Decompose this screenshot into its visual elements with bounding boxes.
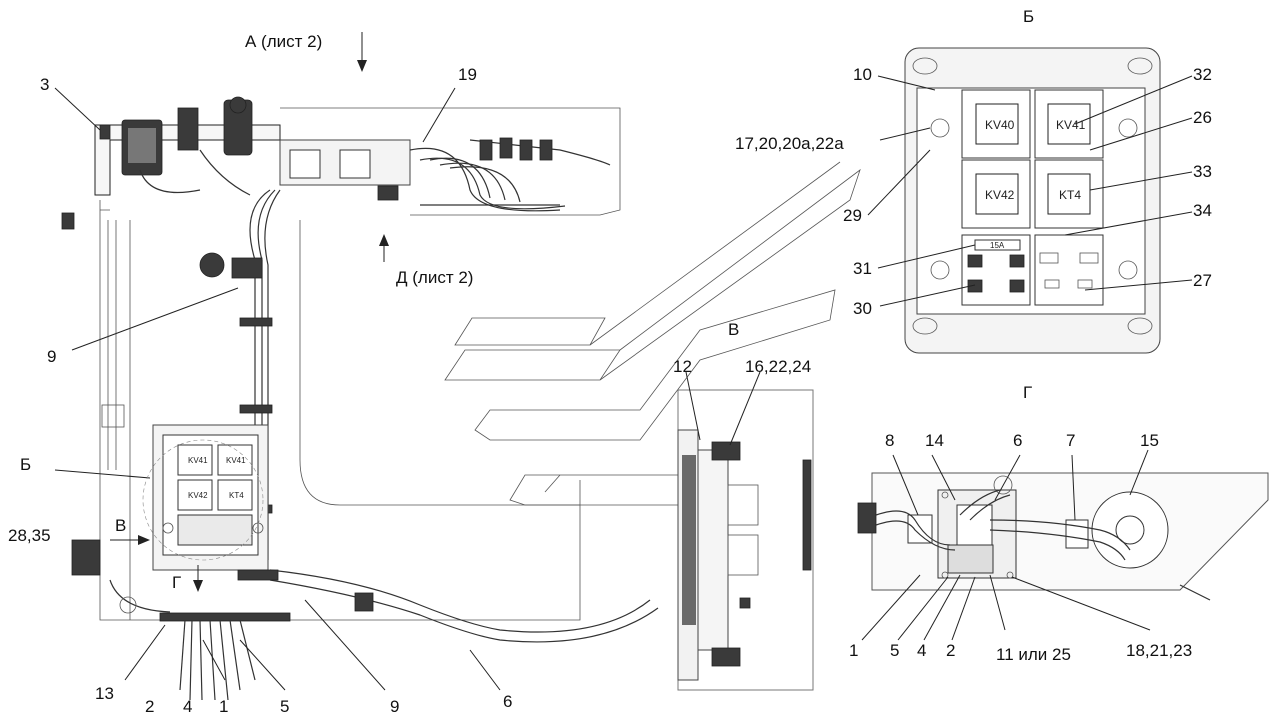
callout-32: 32 [1193,65,1212,84]
callout-12: 12 [673,357,692,376]
callout-16-22-24: 16,22,24 [745,357,811,376]
callout-3: 3 [40,75,49,94]
callout-26: 26 [1193,108,1212,127]
view-d-arrow-label: Д (лист 2) [396,268,473,287]
callout-1-main: 1 [219,697,228,716]
small-relay-kv42-label: KV42 [188,491,208,500]
view-v [677,371,814,691]
fuse-rating-label: 15А [990,241,1005,250]
callout-28-35: 28,35 [8,526,51,545]
callout-7: 7 [1066,431,1075,450]
callout-19: 19 [458,65,477,84]
view-arrows [110,32,389,592]
callout-5-main: 5 [280,697,289,716]
view-b [867,47,1193,354]
callout-29: 29 [843,206,862,225]
callout-4-main: 4 [183,697,192,716]
callout-33: 33 [1193,162,1212,181]
small-relay-kv41b-label: KV41 [226,456,246,465]
view-b-marker: Б [20,455,31,474]
callout-8: 8 [885,431,894,450]
callout-14: 14 [925,431,944,450]
view-v-title: В [728,320,739,339]
callout-6-detail: 6 [1013,431,1022,450]
small-relay-kt4-label: KT4 [229,491,244,500]
main-leader-lines [54,87,501,691]
callout-4-detail: 4 [917,641,926,660]
view-b-title: Б [1023,7,1034,26]
callout-5-detail: 5 [890,641,899,660]
view-g [857,449,1269,641]
callout-31: 31 [853,259,872,278]
relay-kv40-label: KV40 [985,118,1015,132]
view-a-arrow-label: А (лист 2) [245,32,322,51]
view-g-title: Г [1023,383,1032,402]
callout-1-detail: 1 [849,641,858,660]
callout-11-or-25: 11 или 25 [996,645,1071,664]
callout-6-main: 6 [503,692,512,711]
relay-kt4-label: KT4 [1059,188,1081,202]
callout-27: 27 [1193,271,1212,290]
callout-18-21-23: 18,21,23 [1126,641,1192,660]
callout-2-main: 2 [145,697,154,716]
callout-34: 34 [1193,201,1212,220]
detail-circle-b [142,439,264,561]
callout-30: 30 [853,299,872,318]
callout-9-upper: 9 [47,347,56,366]
small-relay-kv41-label: KV41 [188,456,208,465]
callout-15: 15 [1140,431,1159,450]
callout-10: 10 [853,65,872,84]
callout-9-lower: 9 [390,697,399,716]
relay-kv42-label: KV42 [985,188,1015,202]
callout-17-20-20a-22a: 17,20,20а,22а [735,134,844,153]
callout-2-detail: 2 [946,641,955,660]
main-assembly-view [61,96,659,701]
callout-13: 13 [95,684,114,703]
view-v-marker: В [115,516,126,535]
view-g-marker: Г [172,573,181,592]
relay-kv41-label: KV41 [1056,118,1086,132]
